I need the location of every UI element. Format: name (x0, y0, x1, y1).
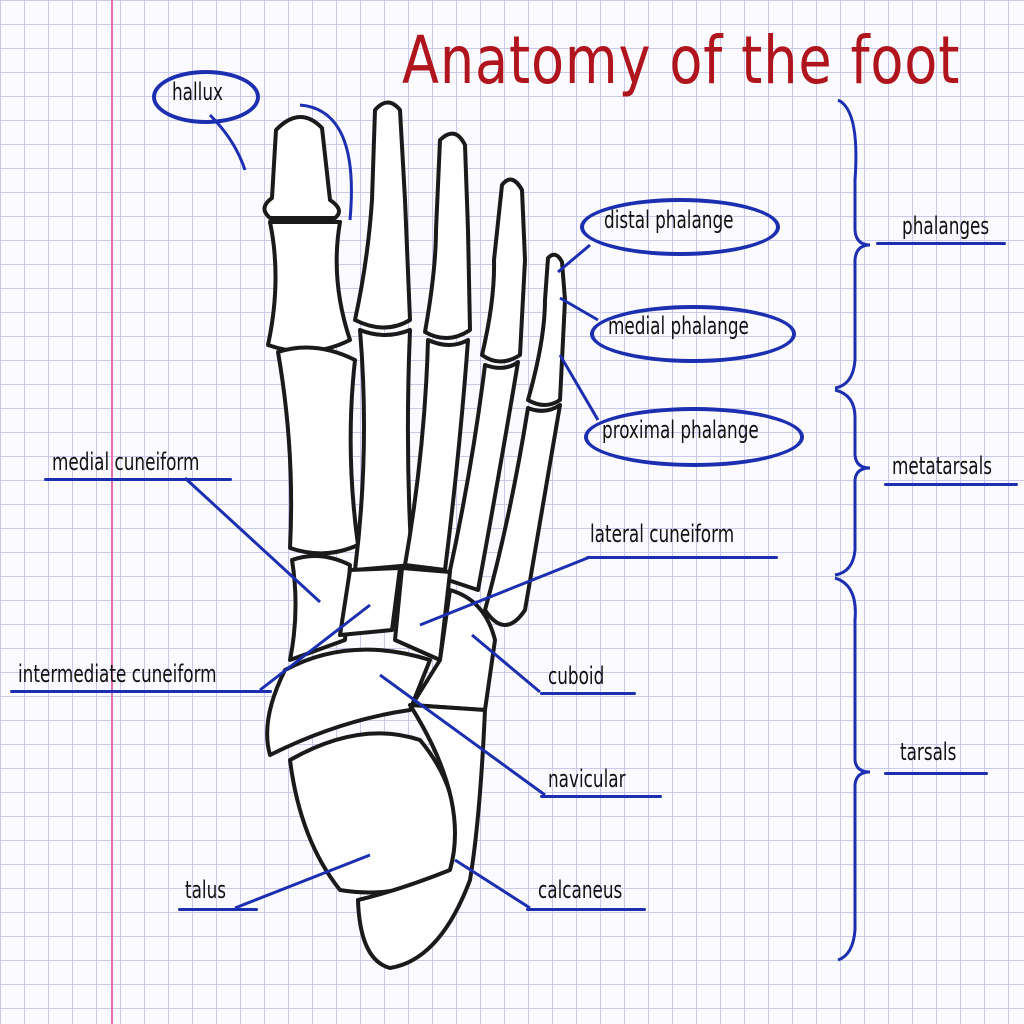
proximal-phalange-oval (584, 407, 804, 467)
label-lateral-cuneiform: lateral cuneiform (590, 520, 735, 548)
metatarsal-5 (483, 403, 562, 627)
underline (540, 795, 662, 798)
medial-cuneiform-arrow (183, 476, 322, 604)
proximal-phalange-arrow (558, 354, 600, 421)
metatarsal-2 (353, 328, 414, 572)
medial-cuneiform-bone (288, 554, 352, 662)
distal-phalange-oval (580, 198, 780, 256)
toe5-phalanges (526, 252, 567, 407)
group-label-phalanges: phalanges (902, 212, 990, 240)
hallux-proximal-bone (266, 220, 352, 354)
underline (876, 242, 1006, 245)
label-navicular: navicular (548, 765, 626, 793)
intermediate-cuneiform-bone (338, 566, 402, 637)
label-cuboid: cuboid (548, 662, 605, 690)
diagram-title: Anatomy of the foot (402, 22, 961, 99)
metatarsal-1 (276, 345, 360, 556)
toe3-phalanges (423, 131, 472, 340)
label-intermediate-cuneiform: intermediate cuneiform (18, 660, 217, 688)
metatarsal-4 (446, 360, 520, 592)
talus-bone (288, 731, 458, 895)
lateral-cuneiform-arrow (419, 555, 591, 627)
group-label-tarsals: tarsals (900, 738, 957, 766)
cuboid-arrow (471, 633, 541, 694)
underline (10, 690, 272, 693)
notebook-margin-line (111, 0, 113, 1024)
calcaneus-bone (356, 703, 487, 970)
underline (44, 478, 232, 481)
metatarsal-3 (403, 338, 470, 572)
metatarsals-brace (834, 388, 871, 577)
toe2-phalanges (353, 100, 412, 330)
medial-phalange-arrow (559, 296, 599, 322)
hallux-distal-bone (262, 115, 341, 220)
underline (540, 692, 636, 695)
navicular-bone (265, 647, 432, 757)
tarsals-brace (834, 576, 871, 962)
hallux-bracket (299, 103, 353, 221)
label-calcaneus: calcaneus (538, 876, 623, 904)
label-medial-phalange: medial phalange (608, 312, 749, 340)
phalanges-brace (834, 98, 871, 390)
toe4-phalanges (480, 177, 527, 364)
underline (884, 772, 988, 775)
distal-phalange-arrow (557, 243, 591, 274)
talus-arrow (234, 853, 371, 910)
underline (884, 483, 1018, 486)
navicular-arrow (379, 673, 546, 797)
medial-phalange-oval (590, 305, 796, 363)
intermediate-cuneiform-arrow (259, 603, 371, 692)
label-talus: talus (185, 876, 227, 904)
underline (526, 908, 646, 911)
label-proximal-phalange: proximal phalange (602, 416, 759, 444)
calcaneus-arrow (454, 858, 531, 910)
group-label-metatarsals: metatarsals (892, 452, 993, 480)
label-medial-cuneiform: medial cuneiform (52, 448, 200, 476)
underline (586, 556, 778, 559)
underline (178, 908, 258, 911)
hallux-oval (152, 70, 260, 124)
label-hallux: hallux (172, 78, 224, 106)
label-distal-phalange: distal phalange (604, 206, 734, 234)
